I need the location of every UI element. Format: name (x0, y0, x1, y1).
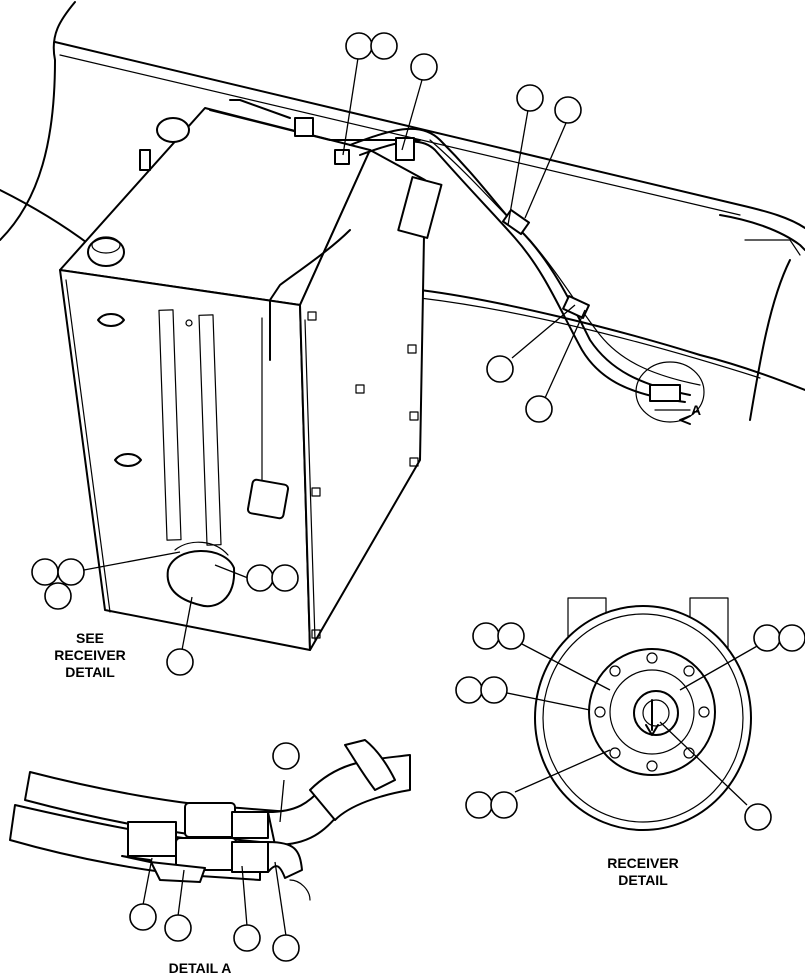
callout-leader-line (279, 779, 285, 823)
callout-bubble (166, 648, 194, 676)
callout-bubble (246, 564, 274, 592)
callout-leader-line (274, 861, 287, 937)
receiver-detail-drawing (534, 597, 752, 831)
hose-lines (209, 99, 705, 425)
callout-bubble (57, 558, 85, 586)
callout-leader-line (342, 57, 359, 156)
callout-bubble (554, 96, 582, 124)
callout-bubble (465, 791, 493, 819)
callout-bubble (31, 558, 59, 586)
callout-leader-line (514, 749, 611, 793)
callout-bubble (129, 903, 157, 931)
callout-bubble (744, 803, 772, 831)
callout-leader-line (401, 79, 423, 151)
callout-bubble (44, 582, 72, 610)
callout-leader-line (177, 869, 185, 917)
callout-leader-line (506, 692, 591, 711)
callout-leader-line (181, 596, 193, 651)
callout-bubble (345, 32, 373, 60)
callout-bubble (272, 742, 300, 770)
callout-leader-line (142, 857, 153, 906)
callout-bubble (525, 395, 553, 423)
callout-bubble (164, 914, 192, 942)
callout-bubble (370, 32, 398, 60)
callout-bubble (486, 355, 514, 383)
callout-bubble (410, 53, 438, 81)
detail-a-drawing (9, 739, 411, 901)
callout-bubble (516, 84, 544, 112)
see-receiver-detail-label: SEE RECEIVER DETAIL (54, 630, 126, 680)
receiver-detail-label: RECEIVER DETAIL (607, 855, 679, 888)
callout-bubble (472, 622, 500, 650)
callout-bubble (490, 791, 518, 819)
callout-bubble (271, 564, 299, 592)
callouts (31, 32, 805, 962)
callout-leader-line (544, 309, 586, 399)
callout-leader-line (659, 721, 748, 806)
callout-leader-line (511, 304, 576, 359)
view-a-marker: A (690, 402, 702, 418)
callout-leader-line (83, 551, 181, 571)
receiver-bolt-circle (594, 652, 710, 772)
hydraulic-tank (59, 107, 443, 651)
callout-leader-line (519, 642, 611, 691)
callout-bubble (497, 622, 525, 650)
detail-a-label: DETAIL A (168, 960, 232, 975)
callout-bubble (480, 676, 508, 704)
callout-bubble (753, 624, 781, 652)
vehicle-frame (0, 1, 805, 421)
callout-leader-line (524, 122, 567, 219)
callout-bubble (778, 624, 805, 652)
callout-leader-line (679, 644, 760, 691)
callout-leader-line (507, 109, 529, 226)
callout-bubble (233, 924, 261, 952)
callout-leader-line (241, 865, 248, 927)
callout-leader-line (214, 564, 249, 579)
callout-bubble (272, 934, 300, 962)
callout-bubble (455, 676, 483, 704)
